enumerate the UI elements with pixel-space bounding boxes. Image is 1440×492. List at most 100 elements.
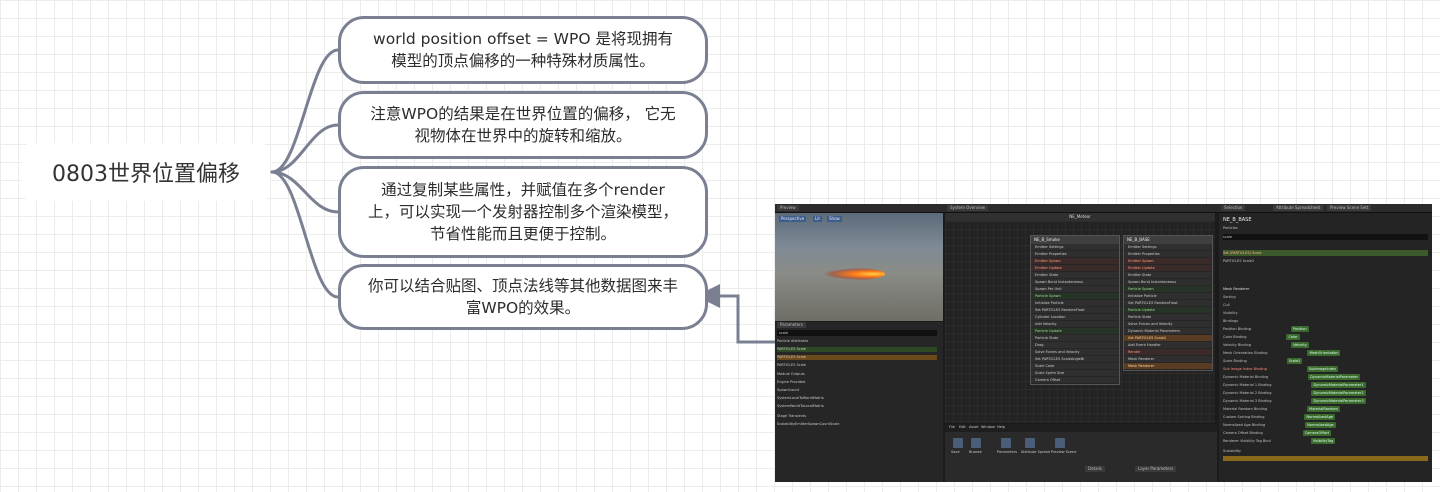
param-row[interactable]: Stage Transients <box>777 414 807 418</box>
emitter-row[interactable]: Add Velocity <box>1031 321 1119 328</box>
tab-preview[interactable]: Preview <box>777 205 799 211</box>
viewport-button[interactable]: Lit <box>813 216 822 222</box>
viewport-button[interactable]: Perspective <box>779 216 807 222</box>
emitter-row[interactable]: Solve Forces and Velocity <box>1031 349 1119 356</box>
emitter-row[interactable]: Set PARTICLES RandomFloat <box>1124 300 1212 307</box>
emitter-row[interactable]: Emitter Update <box>1124 265 1212 272</box>
menu-item[interactable]: Edit <box>959 425 966 429</box>
tab-attribute-spreadsheet[interactable]: Attribute Spreadsheet <box>1273 205 1324 211</box>
spreadsheet-icon[interactable] <box>1025 438 1035 448</box>
emitter-row[interactable]: Scale Color <box>1031 363 1119 370</box>
emitter-row[interactable]: Drag <box>1031 342 1119 349</box>
emitter-row[interactable]: Particle Spawn <box>1031 293 1119 300</box>
param-row[interactable]: SystemLocalToWorldMatrix <box>777 396 824 400</box>
tab-system-overview[interactable]: System Overview <box>947 205 989 211</box>
details-row[interactable]: Sorting <box>1223 295 1236 299</box>
emitter-row[interactable]: Set PARTICLES ScaleAngleBr <box>1031 356 1119 363</box>
emitter-row[interactable]: Emitter Spawn <box>1124 258 1212 265</box>
root-topic[interactable]: 0803世界位置偏移 <box>22 143 270 201</box>
emitter-node-base[interactable]: NE_B_BASE Emitter Settings Emitter Prope… <box>1123 235 1213 371</box>
preview-scene-icon[interactable] <box>1055 438 1065 448</box>
emitter-row[interactable]: Emitter State <box>1124 272 1212 279</box>
parameters-icon[interactable] <box>1001 438 1011 448</box>
param-row[interactable]: PARTICLES Scale <box>777 347 937 352</box>
emitter-row[interactable]: Initialize Particle <box>1031 300 1119 307</box>
emitter-row[interactable]: Emitter Properties <box>1124 251 1212 258</box>
emitter-row[interactable]: Dynamic Material Parameters <box>1124 328 1212 335</box>
tab-preview-scene[interactable]: Preview Scene Sett <box>1327 205 1372 211</box>
param-row[interactable]: Module Outputs <box>777 372 805 376</box>
emitter-row[interactable]: Cylinder Location <box>1031 314 1119 321</box>
tab-selection[interactable]: Selection <box>1221 205 1246 211</box>
branch-node-multi-render[interactable]: 通过复制某些属性，并赋值在多个render上，可以实现一个发射器控制多个渲染模型… <box>338 166 708 258</box>
menu-item[interactable]: Asset <box>969 425 979 429</box>
menu-item[interactable]: Window <box>981 425 995 429</box>
tab-details[interactable]: Details <box>1085 466 1105 472</box>
system-overview-graph[interactable]: NE_Meteor NE_B_Smoke Emitter Settings Em… <box>945 213 1215 423</box>
details-row[interactable]: Visibility <box>1223 311 1238 315</box>
emitter-row[interactable]: Particle State <box>1124 314 1212 321</box>
emitter-row[interactable]: Add Event Handler <box>1124 342 1212 349</box>
param-row[interactable]: Particle Attributes <box>777 339 809 343</box>
emitter-row[interactable]: Render <box>1124 349 1212 356</box>
param-row[interactable]: SystemWorldToLocalMatrix <box>777 404 824 408</box>
emitter-row[interactable]: Mesh Renderer <box>1124 363 1212 370</box>
branch-node-wpo-definition[interactable]: world position offset = WPO 是将现拥有模型的顶点偏移… <box>338 16 708 84</box>
emitter-row[interactable]: Set PARTICLES Scale2 <box>1124 335 1212 342</box>
tab-parameters[interactable]: Parameters <box>777 322 806 328</box>
emitter-row[interactable]: Initialize Particle <box>1124 293 1212 300</box>
browse-icon[interactable] <box>971 438 981 448</box>
details-row[interactable]: PARTICLES Scale2 <box>1223 259 1255 263</box>
emitter-row[interactable]: Mesh Renderer <box>1124 356 1212 363</box>
preview-viewport[interactable]: Perspective Lit Show <box>775 213 943 321</box>
branch-node-world-offset-note[interactable]: 注意WPO的结果是在世界位置的偏移， 它无视物体在世界中的旋转和缩放。 <box>338 91 708 159</box>
viewport-button[interactable]: Show <box>827 216 842 222</box>
param-row[interactable]: Engine Provided <box>777 380 806 384</box>
scalability-bar[interactable] <box>1223 456 1428 461</box>
param-row[interactable]: PARTICLES Scale <box>777 363 806 367</box>
emitter-node-smoke[interactable]: NE_B_Smoke Emitter Settings Emitter Prop… <box>1030 235 1120 385</box>
param-row[interactable]: ScalabilityEmitterSpawnCountScale <box>777 422 840 426</box>
details-row[interactable]: Cull <box>1223 303 1230 307</box>
details-row[interactable]: Bindings <box>1223 319 1239 323</box>
emitter-row[interactable]: Emitter Settings <box>1031 244 1119 251</box>
details-row[interactable]: Set (PARTICLES) Scale <box>1223 250 1428 256</box>
emitter-row[interactable]: Particle Update <box>1124 307 1212 314</box>
param-row[interactable]: PARTICLES Scale <box>777 355 937 360</box>
save-icon[interactable] <box>953 438 963 448</box>
menu-item[interactable]: File <box>949 425 955 429</box>
emitter-row[interactable]: Emitter Spawn <box>1031 258 1119 265</box>
details-row[interactable]: Mesh Renderer <box>1223 287 1250 291</box>
emitter-row[interactable]: Spawn Per Unit <box>1031 286 1119 293</box>
details-row[interactable]: Scalability <box>1223 449 1241 453</box>
emitter-row[interactable]: Emitter Properties <box>1031 251 1119 258</box>
menu-item[interactable]: Help <box>997 425 1005 429</box>
emitter-row[interactable]: Set PARTICLES RandomFloat <box>1031 307 1119 314</box>
emitter-row[interactable]: Emitter State <box>1031 272 1119 279</box>
emitter-row[interactable]: Emitter Update <box>1031 265 1119 272</box>
emitter-row[interactable]: Particle Spawn <box>1124 286 1212 293</box>
emitter-row[interactable]: Scale Sprite Size <box>1031 370 1119 377</box>
emitter-row[interactable]: Camera Offset <box>1031 377 1119 384</box>
details-search-input[interactable]: scale <box>1223 234 1428 240</box>
parameters-search-input[interactable]: scale <box>777 330 937 336</box>
emitter-row[interactable]: Particle Update <box>1031 328 1119 335</box>
tab-layer-parameters[interactable]: Layer Parameters <box>1135 466 1177 472</box>
branch-node-combine-data[interactable]: 你可以结合贴图、顶点法线等其他数据图来丰富WPO的效果。 <box>338 264 708 330</box>
emitter-row[interactable]: Spawn Burst Instantaneous <box>1031 279 1119 286</box>
emitter-row[interactable]: Solve Forces and Velocity <box>1124 321 1212 328</box>
